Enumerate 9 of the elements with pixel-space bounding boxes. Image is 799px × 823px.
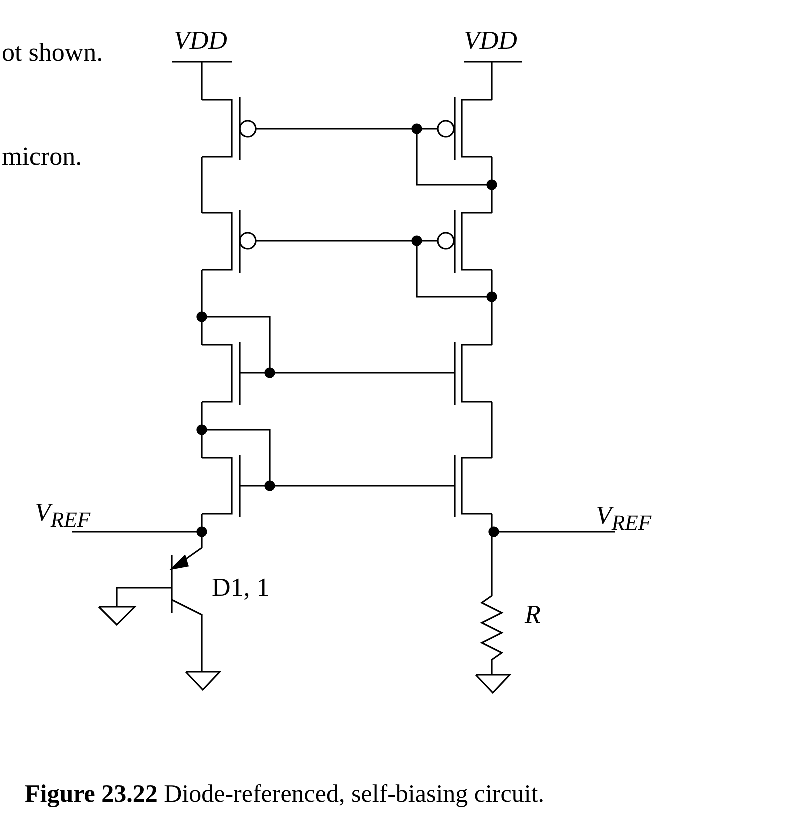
text-fragment: micron.: [2, 144, 82, 170]
text-fragment: ot shown.: [2, 40, 104, 66]
supply-label: VDD: [464, 28, 518, 54]
voltage-label: V$_{REF}$: [596, 503, 652, 535]
voltage-label: V$_{REF}$: [35, 500, 91, 532]
supply-label: VDD: [174, 28, 228, 54]
component-label: R: [525, 602, 541, 628]
figure-caption: Figure 23.22 Diode-referenced, self-biasing circuit.: [25, 782, 544, 807]
component-label: D1, 1: [212, 575, 270, 601]
